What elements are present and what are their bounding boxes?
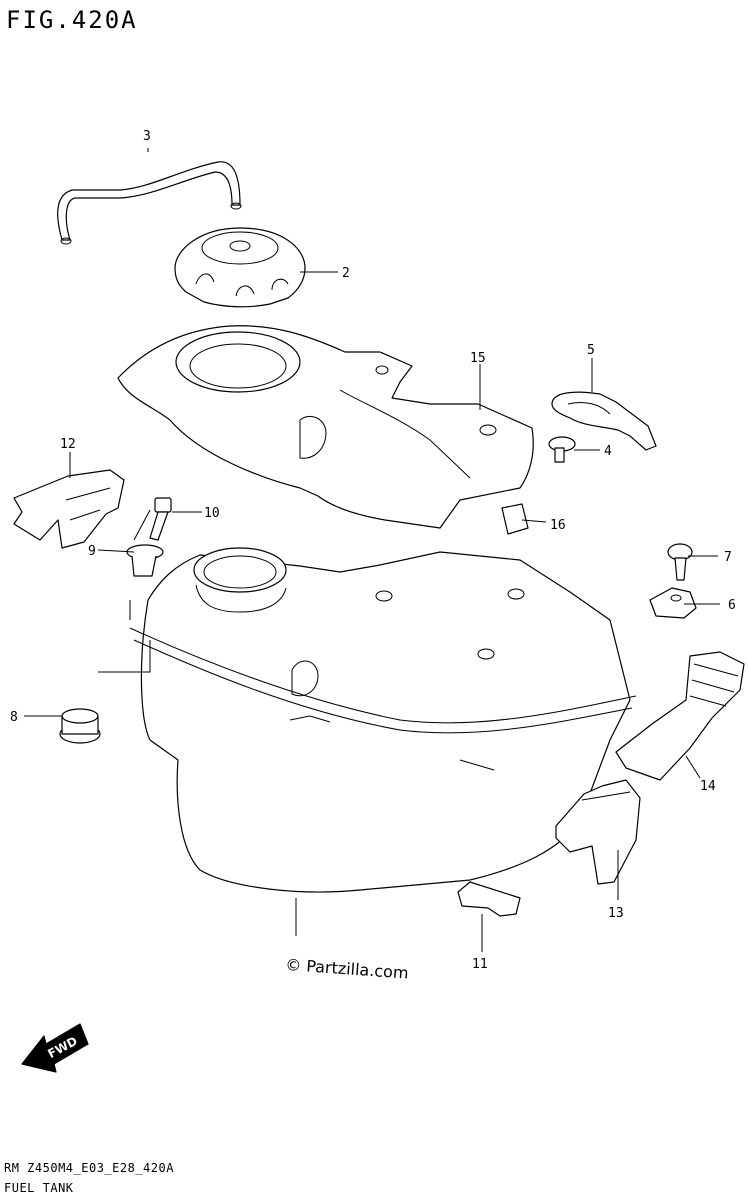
clip-part-11[interactable] bbox=[457, 881, 521, 917]
bracket-part-12[interactable] bbox=[13, 469, 125, 549]
grommet-part-8[interactable] bbox=[59, 708, 101, 744]
callout-3-label: 3 bbox=[143, 129, 151, 144]
callout-9-label: 9 bbox=[88, 544, 96, 559]
callout-10-label: 10 bbox=[204, 506, 220, 521]
figure-title: FIG.420A bbox=[6, 6, 138, 34]
callout-8-label: 8 bbox=[10, 710, 18, 725]
fwd-arrow-icon: FWD bbox=[21, 1023, 89, 1073]
callout-11-label: 11 bbox=[472, 957, 488, 972]
hose-clamp-part[interactable] bbox=[551, 391, 657, 451]
breather-hose-part[interactable] bbox=[57, 161, 242, 245]
tank-cover-part[interactable] bbox=[117, 325, 534, 529]
leader-lines bbox=[24, 148, 720, 952]
cushion-part-16[interactable] bbox=[501, 503, 529, 535]
callout-12-label: 12 bbox=[60, 437, 76, 452]
callout-14-label: 14 bbox=[700, 779, 716, 794]
fuel-tank-part[interactable] bbox=[129, 547, 637, 893]
callout-6-label: 6 bbox=[728, 598, 736, 613]
callout-16-label: 16 bbox=[550, 518, 566, 533]
bracket-part-6[interactable] bbox=[649, 587, 697, 619]
screw-part-4[interactable] bbox=[548, 436, 576, 463]
guard-part-13[interactable] bbox=[555, 779, 641, 885]
bolt-part-10[interactable] bbox=[149, 497, 172, 541]
callout-15-label: 15 bbox=[470, 351, 486, 366]
callout-13-label: 13 bbox=[608, 906, 624, 921]
footer-name: FUEL TANK bbox=[4, 1181, 74, 1195]
bolt-part-7[interactable] bbox=[667, 543, 693, 581]
callout-4-label: 4 bbox=[604, 444, 612, 459]
fuel-cap-part[interactable] bbox=[174, 227, 306, 308]
heat-protector-part[interactable] bbox=[615, 651, 745, 781]
callout-2-label: 2 bbox=[342, 266, 350, 281]
callout-7-label: 7 bbox=[724, 550, 732, 565]
collar-part-9[interactable] bbox=[126, 544, 164, 577]
callout-5-label: 5 bbox=[587, 343, 595, 358]
footer-code: RM Z450M4_E03_E28_420A bbox=[4, 1161, 174, 1175]
